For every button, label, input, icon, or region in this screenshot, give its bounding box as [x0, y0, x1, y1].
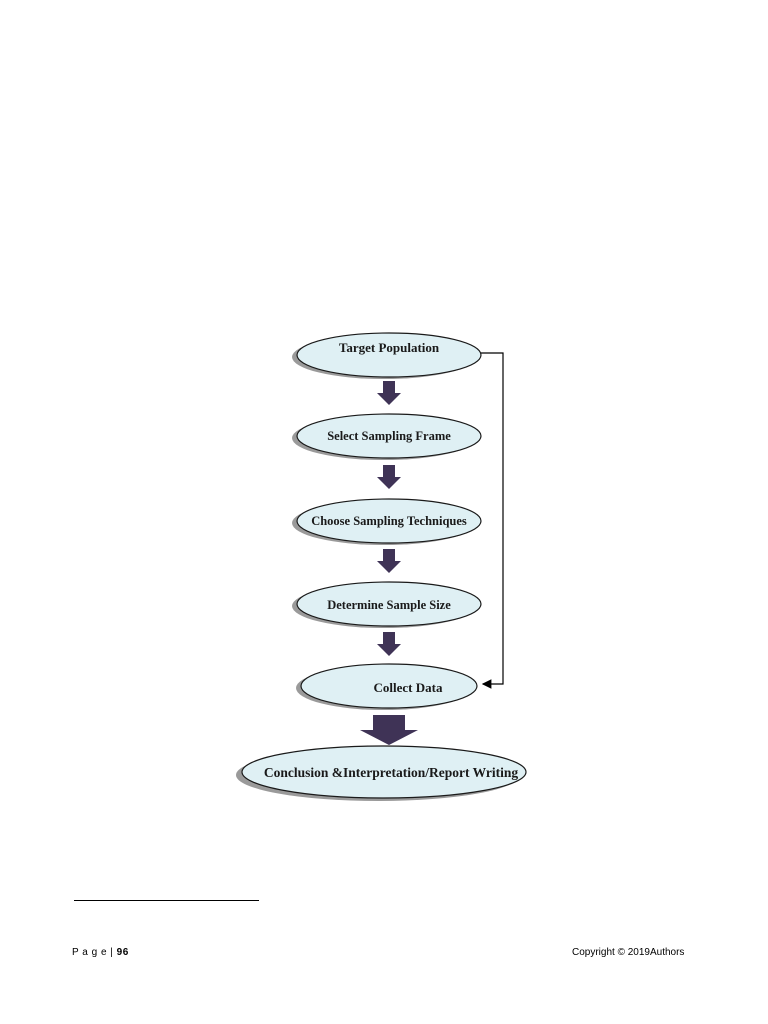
node-determine-sample-size: Determine Sample Size	[292, 581, 482, 628]
node-label: Conclusion &Interpretation/Report Writin…	[264, 765, 519, 780]
node-select-sampling-frame: Select Sampling Frame	[292, 413, 482, 460]
page-number-value: 96	[116, 947, 129, 958]
node-ellipse	[296, 581, 482, 627]
node-ellipse	[296, 332, 482, 378]
down-arrow-icon	[377, 465, 401, 489]
node-collect-data: Collect Data	[296, 663, 478, 710]
footnote-rule	[74, 900, 259, 901]
node-ellipse	[296, 413, 482, 459]
node-ellipse	[300, 663, 478, 709]
copyright: Copyright © 2019Authors	[572, 947, 685, 958]
down-arrow-icon	[377, 381, 401, 405]
down-arrow-icon	[360, 715, 418, 745]
down-arrow-icon	[377, 632, 401, 656]
page-prefix: P a g e |	[72, 947, 117, 958]
node-label: Determine Sample Size	[327, 598, 451, 612]
node-conclusion: Conclusion &Interpretation/Report Writin…	[236, 745, 527, 801]
node-ellipse	[296, 498, 482, 544]
node-choose-sampling-techniques: Choose Sampling Techniques	[292, 498, 482, 545]
node-label: Choose Sampling Techniques	[311, 514, 467, 528]
node-target-population: Target Population	[292, 332, 482, 379]
node-label: Target Population	[339, 340, 440, 355]
node-label: Select Sampling Frame	[327, 429, 451, 443]
page-number: P a g e | 96	[72, 947, 129, 958]
down-arrow-icon	[377, 549, 401, 573]
node-label: Collect Data	[374, 680, 443, 695]
node-ellipse	[241, 745, 527, 799]
connector-line	[481, 352, 504, 689]
